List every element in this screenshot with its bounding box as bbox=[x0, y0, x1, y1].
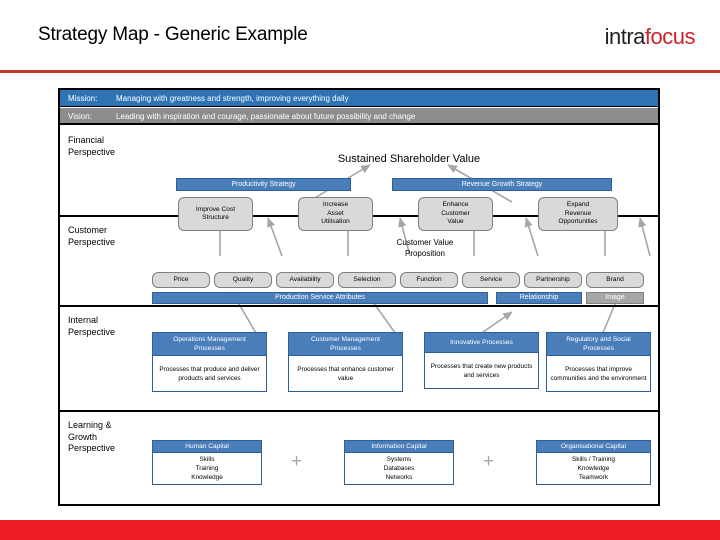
label-learning-growth-perspective: Learning & Growth Perspective bbox=[68, 420, 116, 453]
internal-card-head: Operations Management Processes bbox=[152, 332, 267, 356]
label-financial-perspective: Financial Perspective bbox=[68, 135, 116, 157]
internal-card-head: Innovative Processes bbox=[424, 332, 539, 353]
internal-card-body: Processes that improve communities and t… bbox=[546, 356, 651, 392]
internal-card-innovative-processes[interactable]: Innovative Processes Processes that crea… bbox=[424, 332, 539, 389]
internal-card-head: Customer Management Processes bbox=[288, 332, 403, 356]
logo-text-intra: intra bbox=[604, 24, 646, 49]
page-header: Strategy Map - Generic Example intrafocu… bbox=[0, 0, 720, 73]
attribute-brand[interactable]: Brand bbox=[586, 272, 644, 288]
learning-card-head: Information Capital bbox=[344, 440, 454, 453]
plus-icon-1: + bbox=[291, 451, 303, 472]
attribute-partnership[interactable]: Partnership bbox=[524, 272, 582, 288]
attribute-service[interactable]: Service bbox=[462, 272, 520, 288]
vision-label: Vision: bbox=[68, 112, 92, 121]
mission-text: Managing with greatness and strength, im… bbox=[116, 94, 349, 103]
learning-card-body: Systems Databases Networks bbox=[344, 453, 454, 485]
vision-statement-row: Vision: Leading with inspiration and cou… bbox=[60, 108, 658, 125]
strategy-map-frame: Mission: Managing with greatness and str… bbox=[58, 88, 660, 506]
attribute-price[interactable]: Price bbox=[152, 272, 210, 288]
internal-card-head: Regulatory and Social Processes bbox=[546, 332, 651, 356]
objective-increase-asset-utilisation[interactable]: Increase Asset Utilisation bbox=[298, 197, 373, 231]
footer-red-band bbox=[0, 520, 720, 540]
attribute-quality[interactable]: Quality bbox=[214, 272, 272, 288]
cvp-group-production-service-attributes[interactable]: Production Service Attributes bbox=[152, 292, 488, 304]
learning-card-human-capital[interactable]: Human Capital Skills Training Knowledge bbox=[152, 440, 262, 485]
label-customer-perspective: Customer Perspective bbox=[68, 225, 116, 247]
intrafocus-logo: intrafocus bbox=[604, 24, 696, 50]
headline-customer-value-proposition: Customer Value Proposition bbox=[396, 238, 454, 258]
cvp-group-image[interactable]: Image bbox=[586, 292, 644, 304]
vision-text: Leading with inspiration and courage, pa… bbox=[116, 112, 416, 121]
header-divider-rule bbox=[0, 70, 720, 73]
band-learning-growth-perspective: Learning & Growth Perspective Human Capi… bbox=[60, 412, 658, 504]
band-financial-perspective: Financial Perspective Sustained Sharehol… bbox=[60, 127, 658, 231]
plus-icon-2: + bbox=[483, 451, 495, 472]
strategy-bar-revenue-growth[interactable]: Revenue Growth Strategy bbox=[392, 178, 612, 191]
headline-sustained-shareholder-value: Sustained Shareholder Value bbox=[337, 153, 481, 165]
objective-expand-revenue-opportunities[interactable]: Expand Revenue Opportunities bbox=[538, 197, 618, 231]
attribute-selection[interactable]: Selection bbox=[338, 272, 396, 288]
internal-card-body: Processes that enhance customer value bbox=[288, 356, 403, 392]
logo-text-focus: focus bbox=[644, 24, 696, 49]
learning-card-body: Skills / Training Knowledge Teamwork bbox=[536, 453, 651, 485]
objective-improve-cost-structure[interactable]: Improve Cost Structure bbox=[178, 197, 253, 231]
band-internal-perspective: Internal Perspective Operations Manageme… bbox=[60, 307, 658, 412]
attribute-function[interactable]: Function bbox=[400, 272, 458, 288]
page-title: Strategy Map - Generic Example bbox=[38, 24, 308, 45]
mission-label: Mission: bbox=[68, 94, 98, 103]
strategy-bar-productivity[interactable]: Productivity Strategy bbox=[176, 178, 351, 191]
mission-statement-row: Mission: Managing with greatness and str… bbox=[60, 90, 658, 107]
learning-card-organisational-capital[interactable]: Organisational Capital Skills / Training… bbox=[536, 440, 651, 485]
internal-card-regulatory-social[interactable]: Regulatory and Social Processes Processe… bbox=[546, 332, 651, 392]
learning-card-information-capital[interactable]: Information Capital Systems Databases Ne… bbox=[344, 440, 454, 485]
internal-card-customer-management[interactable]: Customer Management Processes Processes … bbox=[288, 332, 403, 392]
label-internal-perspective: Internal Perspective bbox=[68, 315, 116, 337]
cvp-group-relationship[interactable]: Relationship bbox=[496, 292, 582, 304]
learning-card-head: Organisational Capital bbox=[536, 440, 651, 453]
objective-enhance-customer-value[interactable]: Enhance Customer Value bbox=[418, 197, 493, 231]
internal-card-operations-management[interactable]: Operations Management Processes Processe… bbox=[152, 332, 267, 392]
learning-card-body: Skills Training Knowledge bbox=[152, 453, 262, 485]
band-customer-perspective: Customer Perspective Customer Value Prop… bbox=[60, 217, 658, 307]
attribute-availability[interactable]: Availability bbox=[276, 272, 334, 288]
learning-card-head: Human Capital bbox=[152, 440, 262, 453]
internal-card-body: Processes that create new products and s… bbox=[424, 353, 539, 389]
internal-card-body: Processes that produce and deliver produ… bbox=[152, 356, 267, 392]
